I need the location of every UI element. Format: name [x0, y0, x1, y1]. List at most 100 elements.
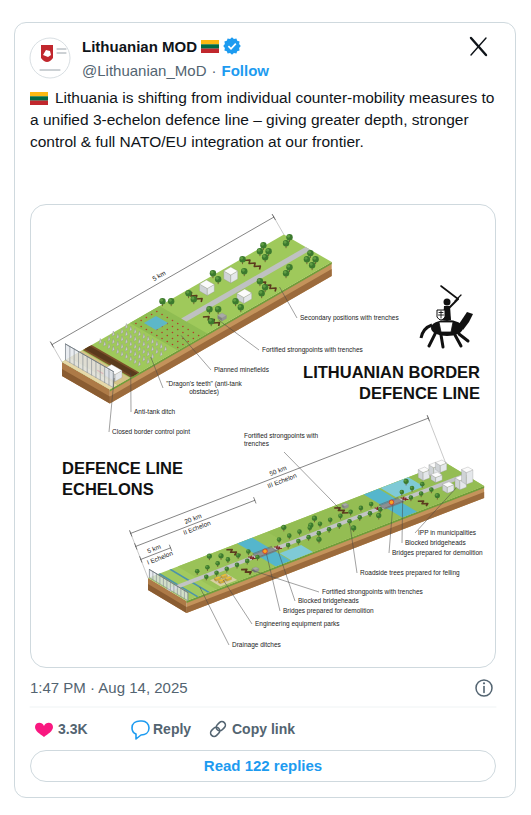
tree-crown	[348, 510, 353, 515]
post-timestamp: 1:47 PM · Aug 14, 2025	[30, 679, 188, 697]
callout-label: Bridges prepared for demolition	[392, 549, 483, 557]
tree-highlight	[236, 554, 238, 556]
tree-crown	[306, 535, 311, 540]
info-icon-dot	[483, 682, 485, 684]
tree-crown	[191, 296, 197, 302]
tree-crown	[369, 502, 374, 507]
dragons-tooth	[112, 339, 114, 344]
tree-crown	[241, 268, 247, 274]
echelon-illustration	[148, 460, 484, 613]
river	[364, 489, 417, 518]
tree-crown	[327, 527, 332, 532]
tree-crown	[357, 515, 362, 520]
mine-marker	[182, 326, 184, 328]
flag-band	[201, 40, 219, 44]
callout-label: Fortified strongpoints with trenches	[244, 432, 320, 448]
tree-highlight	[313, 516, 315, 518]
road-block	[401, 498, 406, 499]
avatar-lettering	[57, 53, 66, 54]
dimension-tick	[130, 531, 132, 537]
fence-post	[104, 367, 105, 383]
mine-marker	[187, 335, 189, 337]
tree-highlight	[287, 265, 290, 268]
dragons-tooth	[117, 334, 119, 339]
horse-leg	[429, 334, 435, 346]
building-roof	[214, 576, 221, 579]
mine-marker	[166, 329, 168, 331]
tree-highlight	[288, 534, 290, 536]
dragons-tooth	[143, 356, 145, 361]
trench	[334, 508, 348, 513]
mine-marker	[177, 323, 179, 325]
tree-crown	[297, 529, 302, 534]
post-text: Lithuania is shifting from individual co…	[30, 87, 498, 153]
tree-highlight	[284, 241, 287, 244]
tree-crown	[368, 511, 373, 516]
leader-line	[219, 320, 259, 350]
verified-badge	[223, 37, 241, 55]
read-replies-button: Read 122 replies	[30, 750, 496, 782]
tree-crown	[245, 559, 250, 564]
tree-highlight	[209, 319, 212, 322]
tree-crown	[277, 537, 282, 542]
rider-head	[444, 299, 451, 306]
mine-marker	[177, 335, 179, 337]
tree-highlight	[359, 506, 361, 508]
tree-highlight	[308, 251, 311, 254]
reply-action: Reply	[153, 720, 191, 738]
tree-crown	[312, 256, 318, 262]
tree-crown	[258, 290, 264, 296]
shield-cross	[439, 315, 444, 316]
post-body: Lithuania is shifting from individual co…	[30, 87, 498, 153]
leader-line	[280, 287, 298, 318]
border-fence	[149, 570, 188, 601]
fence-post	[95, 362, 96, 378]
tree-highlight	[369, 502, 371, 504]
dragons-tooth	[138, 339, 140, 344]
mine-marker	[156, 311, 158, 313]
link-loop	[209, 726, 221, 738]
leader-line	[266, 554, 280, 611]
tree-crown	[312, 516, 317, 521]
tree-crown	[286, 543, 291, 548]
avatar-ring	[30, 38, 70, 78]
fence-rail	[65, 344, 113, 372]
tree-highlight	[379, 508, 381, 510]
tree-highlight	[348, 520, 350, 522]
tree-crown	[226, 557, 231, 562]
building-roof	[224, 267, 238, 275]
dragons-tooth	[134, 359, 136, 364]
soil-face	[187, 486, 485, 613]
tree-crown	[262, 254, 268, 260]
leader-line	[277, 548, 295, 601]
road-block	[251, 558, 256, 559]
dragons-tooth	[121, 329, 123, 334]
tree-highlight	[240, 257, 243, 260]
tree-highlight	[318, 522, 320, 524]
info-icon-stem	[483, 687, 485, 693]
tree-highlight	[287, 235, 290, 238]
flag-band	[201, 44, 219, 48]
dragons-tooth	[160, 344, 162, 349]
dragons-tooth	[151, 354, 153, 359]
tree-highlight	[261, 243, 264, 246]
road-block	[403, 499, 408, 500]
tree-highlight	[160, 299, 163, 302]
fence-post	[170, 582, 171, 590]
tree-highlight	[216, 307, 219, 310]
tree-crown	[214, 570, 219, 575]
tree-crown	[337, 523, 342, 528]
dimension-tick	[254, 498, 256, 504]
tree-highlight	[207, 307, 210, 310]
grass-surface	[148, 463, 484, 601]
mine-marker	[198, 335, 200, 337]
tree-highlight	[313, 257, 316, 260]
leader-line	[415, 488, 456, 533]
extension-line	[428, 416, 446, 463]
tree-highlight	[215, 571, 217, 573]
leader-line	[223, 580, 252, 624]
tree-crown	[208, 318, 214, 324]
dragons-tooth	[103, 341, 105, 346]
tree-crown	[286, 264, 292, 270]
